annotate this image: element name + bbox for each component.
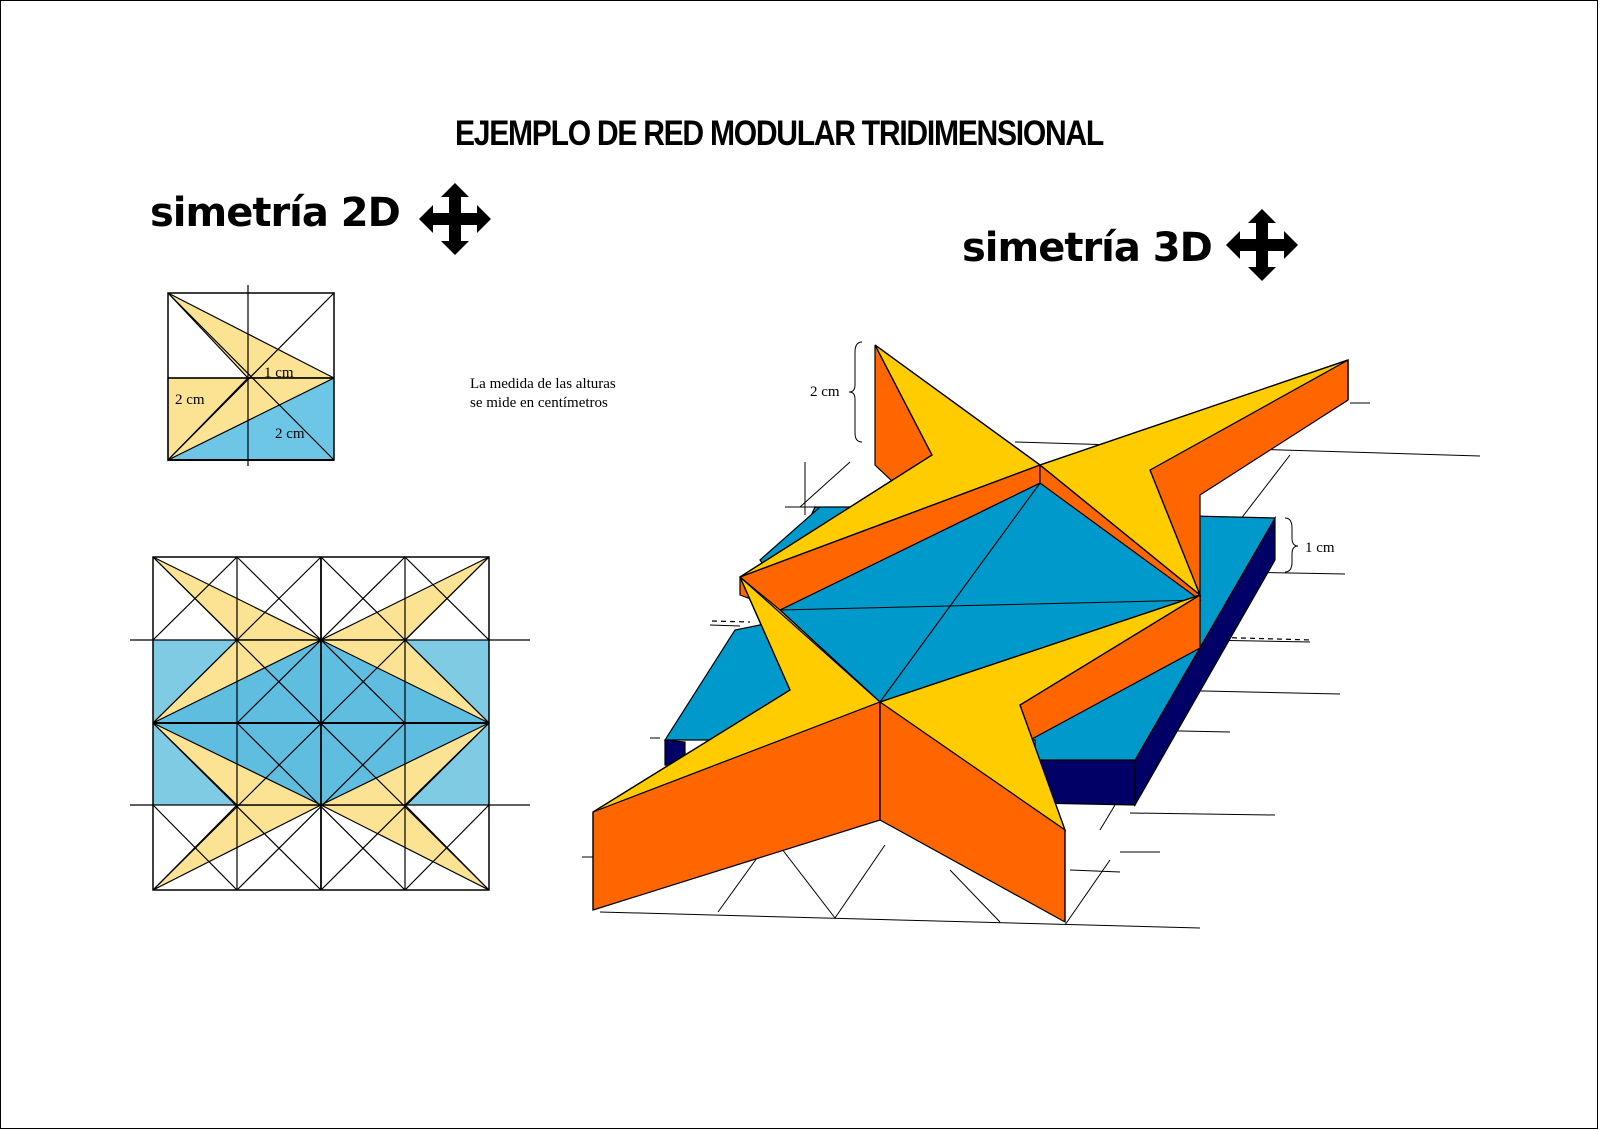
move-arrows-icon	[1226, 209, 1298, 281]
label-star-height-2cm: 2 cm	[810, 384, 840, 400]
label-1cm: 1 cm	[264, 365, 294, 381]
single-module	[167, 285, 335, 466]
heading-3d-symmetry: simetría 3D	[962, 225, 1213, 271]
heading-2d-symmetry: simetría 2D	[150, 190, 401, 236]
label-2cm-left: 2 cm	[175, 392, 205, 408]
measurement-note: La medida de las alturas se mide en cent…	[470, 376, 616, 411]
move-arrows-icon	[419, 183, 491, 255]
page-title: EJEMPLO DE RED MODULAR TRIDIMENSIONAL	[455, 114, 1104, 153]
3d-modular-model	[582, 341, 1481, 929]
label-2cm-bottom: 2 cm	[275, 426, 305, 442]
modular-grid-pattern	[130, 556, 530, 891]
label-base-height-1cm: 1 cm	[1305, 540, 1335, 556]
